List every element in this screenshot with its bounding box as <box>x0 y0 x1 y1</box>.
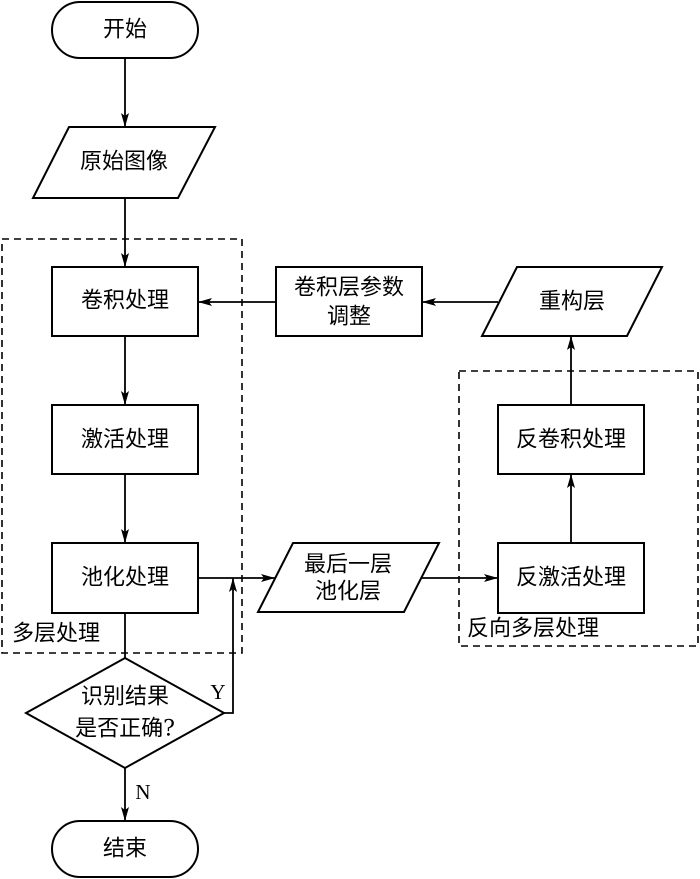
process-shape <box>51 404 199 475</box>
node-deconvolution-label: 反卷积处理 <box>516 428 626 453</box>
node-deactivation-label: 反激活处理 <box>516 566 626 591</box>
node-input-image-label: 原始图像 <box>80 150 168 175</box>
process-shape <box>497 542 645 614</box>
node-decision-line-1: 识别结果 <box>81 685 169 710</box>
node-activation: 激活处理 <box>51 404 199 475</box>
data-shape <box>256 542 441 613</box>
node-convolution-label: 卷积处理 <box>81 289 169 314</box>
node-decision-line-2: 是否正确? <box>75 717 175 742</box>
node-start: 开始 <box>51 1 199 59</box>
node-pooling-label: 池化处理 <box>81 566 169 591</box>
node-conv-param-adjust: 卷积层参数 调整 <box>275 266 423 337</box>
process-shape <box>497 404 645 475</box>
data-shape <box>480 266 664 337</box>
group-multilayer-label: 多层处理 <box>12 622 100 647</box>
group-reverse-multilayer-label: 反向多层处理 <box>467 617 599 642</box>
decision-shape <box>23 656 227 770</box>
process-shape <box>51 266 199 337</box>
node-deactivation: 反激活处理 <box>497 542 645 614</box>
node-pooling: 池化处理 <box>51 542 199 614</box>
node-start-label: 开始 <box>103 18 147 43</box>
node-decision: 识别结果 是否正确? <box>23 656 227 770</box>
node-conv-param-adjust-line-1: 卷积层参数 <box>294 276 404 301</box>
node-last-pooling-layer-line-2: 池化层 <box>315 580 381 605</box>
node-deconvolution: 反卷积处理 <box>497 404 645 475</box>
process-shape <box>275 266 423 337</box>
terminal-shape <box>51 1 199 59</box>
process-shape <box>51 542 199 614</box>
edge-decision-yes <box>224 578 237 714</box>
data-shape <box>31 126 217 199</box>
group-multilayer-box <box>1 238 243 654</box>
node-reconstruction-layer: 重构层 <box>480 266 664 337</box>
node-end-label: 结束 <box>103 837 147 862</box>
node-conv-param-adjust-line-2: 调整 <box>327 305 371 330</box>
node-convolution: 卷积处理 <box>51 266 199 337</box>
node-end: 结束 <box>51 820 199 878</box>
edge-label-yes: Y <box>210 680 225 704</box>
group-reverse-multilayer-box <box>458 370 699 647</box>
node-activation-label: 激活处理 <box>81 428 169 453</box>
node-reconstruction-layer-label: 重构层 <box>539 290 605 315</box>
node-last-pooling-layer-line-1: 最后一层 <box>304 553 392 578</box>
terminal-shape <box>51 820 199 878</box>
edge-label-no: N <box>135 780 150 804</box>
node-input-image: 原始图像 <box>31 126 217 199</box>
node-last-pooling-layer: 最后一层 池化层 <box>256 542 441 613</box>
